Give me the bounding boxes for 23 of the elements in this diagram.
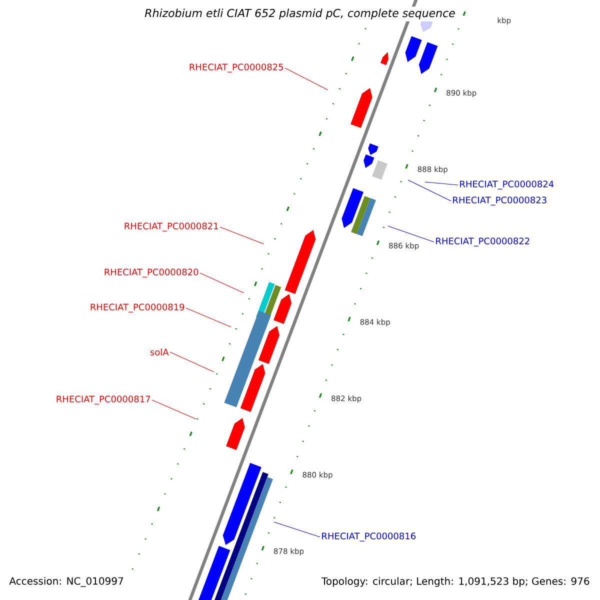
gene-label: RHECIAT_PC0000822	[436, 238, 530, 246]
leader-line	[170, 352, 214, 372]
gene-label: solA	[150, 348, 169, 356]
leader-line	[408, 180, 452, 202]
gene-label: RHECIAT_PC0000819	[90, 304, 184, 312]
gene-label: RHECIAT_PC0000825	[190, 64, 283, 72]
leader-line	[284, 68, 328, 90]
leader-line	[220, 226, 264, 244]
leader-line	[388, 226, 434, 242]
gene-label: RHECIAT_PC0000821	[124, 222, 218, 232]
leader-line	[186, 308, 232, 328]
leader-line	[274, 522, 320, 538]
gene-label: RHECIAT_PC0000824	[460, 180, 554, 190]
title: Rhizobium etli CIAT 652 plasmid pC, complete sequence	[142, 6, 458, 22]
genome-info-text: Topology: circular; Length: 1,091,523 bp; Genes: 976	[321, 577, 590, 587]
accession-text: Accession: NC_010997	[9, 577, 124, 587]
leader-line	[424, 182, 458, 186]
gene-label: RHECIAT_PC0000823	[453, 196, 546, 206]
gene-label: RHECIAT_PC0000820	[104, 268, 198, 278]
gene-label: RHECIAT_PC0000816	[322, 532, 416, 542]
gene-label: RHECIAT_PC0000817	[56, 396, 150, 404]
leader-line	[152, 400, 196, 420]
leader-line	[200, 272, 244, 294]
